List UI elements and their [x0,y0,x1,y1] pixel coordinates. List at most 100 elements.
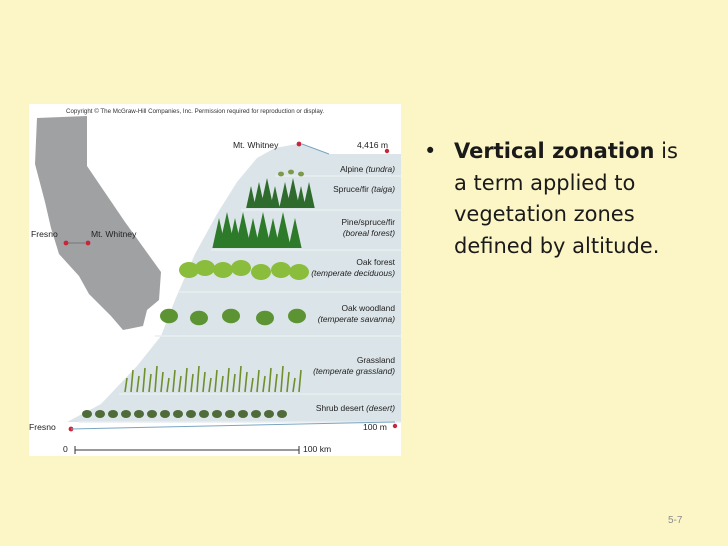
oak-tree [179,262,199,278]
grass-blade [178,375,182,393]
desert-shrub [121,410,131,418]
scale-start: 0 [63,444,68,454]
base-dot [68,426,74,432]
scale-end: 100 km [303,444,332,454]
oak-tree [213,262,233,278]
grass-blade [244,371,248,393]
zone-label-alpine: Alpine (tundra) [340,164,395,174]
desert-shrub [108,410,118,418]
desert-shrub [173,410,183,418]
woodland-tree [222,308,240,324]
oak-tree [271,262,291,278]
oak-tree [289,264,309,280]
grass-blade [256,369,260,393]
grass-blade [136,375,140,393]
conifer-tree [286,178,300,208]
base-label: Fresno [29,422,56,432]
peak-label: Mt. Whitney [233,140,279,150]
desert-shrub [199,410,209,418]
conifer-tree [296,186,306,208]
grass-blade [286,371,290,393]
map-label-fresno: Fresno [31,229,58,239]
key-term: Vertical zonation [454,139,655,163]
mountain-slope [67,144,401,422]
grass-blade [214,369,218,393]
grass-blade [298,369,302,393]
base-elevation: 100 m [363,422,387,432]
grass-blade [160,371,164,393]
desert-shrub [82,410,92,418]
tundra-plant [298,171,304,177]
peak-elevation: 4,416 m [357,140,389,150]
grass-blade [196,365,200,393]
grass-blade [190,373,194,393]
conifer-tree [303,182,315,208]
grass-blade [268,367,272,393]
grass-blade [226,367,230,393]
conifer-tree [246,218,260,248]
conifer-tree [246,186,256,208]
conifer-tree [235,212,251,248]
woodland-tree [288,308,306,324]
map-label-mt-whitney: Mt. Whitney [91,229,137,239]
woodland-tree [256,310,274,326]
desert-shrub [225,410,235,418]
grass-blade [280,365,284,393]
grass-blade [238,365,242,393]
grass-blade [130,369,134,393]
slide-number: 5-7 [668,515,683,526]
grass-blade [208,377,212,393]
zone-label-shrub-desert: Shrub desert (desert) [315,403,395,413]
zone-label-grassland: Grassland (temperate grassland) [313,355,395,376]
desert-shrub [212,410,222,418]
desert-shrub [147,410,157,418]
grass-blade [124,377,128,393]
desert-shrub [264,410,274,418]
oak-tree [251,264,271,280]
bullet-list: • Vertical zonation is a term applied to … [424,136,694,262]
zone-label-oak-forest: Oak forest (temperate deciduous) [311,257,395,278]
term-definition: is a term applied to vegetation zones de… [454,139,678,258]
vertical-zonation-figure: Copyright © The McGraw-Hill Companies, I… [29,104,401,456]
conifer-tree [275,212,291,248]
zone-label-spruce-fir: Spruce/fir (taiga) [333,184,395,194]
conifer-tree [260,178,274,208]
woodland-tree [160,308,178,324]
base-elevation-dot [392,423,398,429]
desert-shrub [251,410,261,418]
grass-blade [172,369,176,393]
california-map [35,116,161,330]
grass-blade [292,377,296,393]
tundra-plant [288,169,294,175]
oak-tree [195,260,215,276]
desert-shrub [238,410,248,418]
woodland-tree [190,310,208,326]
zonation-illustration [35,116,401,454]
bullet-dot: • [424,139,437,163]
conifer-tree [266,218,280,248]
zone-label-oak-woodland: Oak woodland (temperate savanna) [317,303,395,324]
mt-whitney-map-dot [85,240,91,246]
peak-dot [296,141,302,147]
grass-blade [250,377,254,393]
conifer-tree [270,186,280,208]
zone-label-pine-spruce-fir: Pine/spruce/fir (boreal forest) [341,217,395,238]
conifer-tree [255,212,271,248]
grass-blade [166,377,170,393]
scale-bar [74,446,300,454]
fresno-map-dot [63,240,69,246]
peak-elevation-dot [384,148,390,154]
grass-blade [274,373,278,393]
tundra-plant [278,171,284,177]
grass-blade [154,365,158,393]
grass-blade [202,371,206,393]
oak-tree [231,260,251,276]
desert-shrub [160,410,170,418]
desert-shrub [134,410,144,418]
desert-shrub [277,410,287,418]
grass-blade [262,375,266,393]
copyright-notice: Copyright © The McGraw-Hill Companies, I… [66,108,325,115]
desert-shrub [186,410,196,418]
grass-blade [232,373,236,393]
desert-shrub [95,410,105,418]
